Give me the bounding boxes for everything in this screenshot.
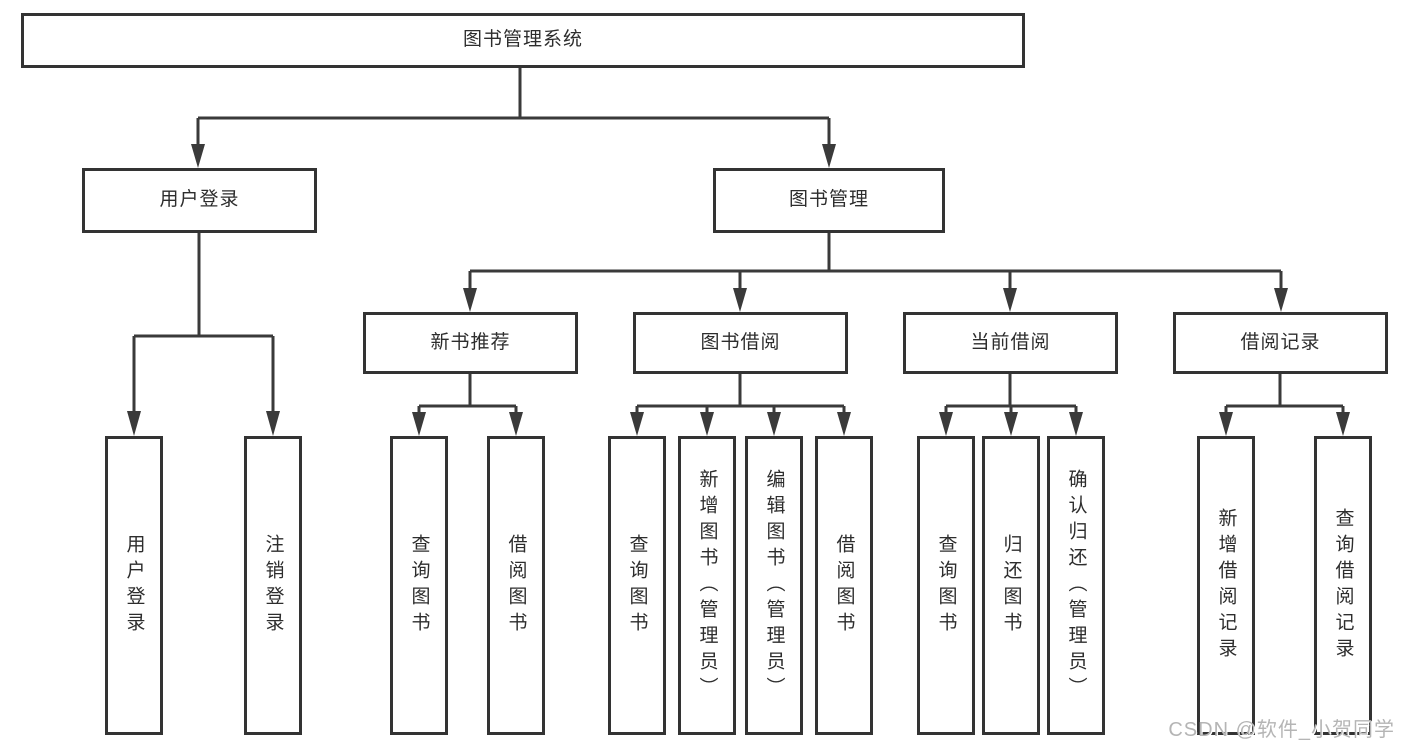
node-user-login: 用户登录 [82, 168, 317, 233]
node-label: 查询借阅记录 [1332, 507, 1354, 664]
node-label: 确认归还（管理员） [1065, 468, 1087, 703]
node-label: 查询图书 [408, 533, 430, 638]
node-label: 借阅记录 [1240, 331, 1321, 353]
node-label: 查询图书 [935, 533, 957, 638]
leaf-edit-book-admin: 编辑图书（管理员） [745, 436, 803, 735]
leaf-confirm-return-admin: 确认归还（管理员） [1047, 436, 1105, 735]
leaf-query-books-borrow: 查询图书 [608, 436, 666, 735]
leaf-logout-login: 注销登录 [244, 436, 302, 735]
node-label: 归还图书 [1000, 533, 1022, 638]
leaf-add-borrow-record: 新增借阅记录 [1197, 436, 1255, 735]
node-label: 图书借阅 [700, 331, 781, 353]
node-label: 编辑图书（管理员） [763, 468, 785, 703]
leaf-query-books-current: 查询图书 [917, 436, 975, 735]
leaf-add-book-admin: 新增图书（管理员） [678, 436, 736, 735]
node-label: 新增图书（管理员） [696, 468, 718, 703]
node-label: 借阅图书 [833, 533, 855, 638]
node-book-borrow: 图书借阅 [633, 312, 848, 374]
leaf-user-login: 用户登录 [105, 436, 163, 735]
node-label: 注销登录 [262, 533, 284, 638]
node-label: 图书管理 [788, 189, 869, 211]
leaf-return-books: 归还图书 [982, 436, 1040, 735]
node-label: 图书管理系统 [462, 29, 583, 51]
leaf-borrow-books: 借阅图书 [815, 436, 873, 735]
node-current-borrow: 当前借阅 [903, 312, 1118, 374]
node-new-book-recommend: 新书推荐 [363, 312, 578, 374]
node-label: 新增借阅记录 [1215, 507, 1237, 664]
leaf-query-books-recommend: 查询图书 [390, 436, 448, 735]
node-borrow-records: 借阅记录 [1173, 312, 1388, 374]
csdn-watermark: CSDN @软件_小贺同学 [1168, 719, 1395, 741]
node-label: 当前借阅 [970, 331, 1051, 353]
node-label: 用户登录 [159, 189, 240, 211]
leaf-query-borrow-record: 查询借阅记录 [1314, 436, 1372, 735]
node-label: 用户登录 [123, 533, 145, 638]
node-label: 新书推荐 [430, 331, 511, 353]
node-library-system: 图书管理系统 [21, 13, 1025, 68]
node-book-management: 图书管理 [713, 168, 945, 233]
node-label: 借阅图书 [505, 533, 527, 638]
node-label: 查询图书 [626, 533, 648, 638]
leaf-borrow-books-recommend: 借阅图书 [487, 436, 545, 735]
